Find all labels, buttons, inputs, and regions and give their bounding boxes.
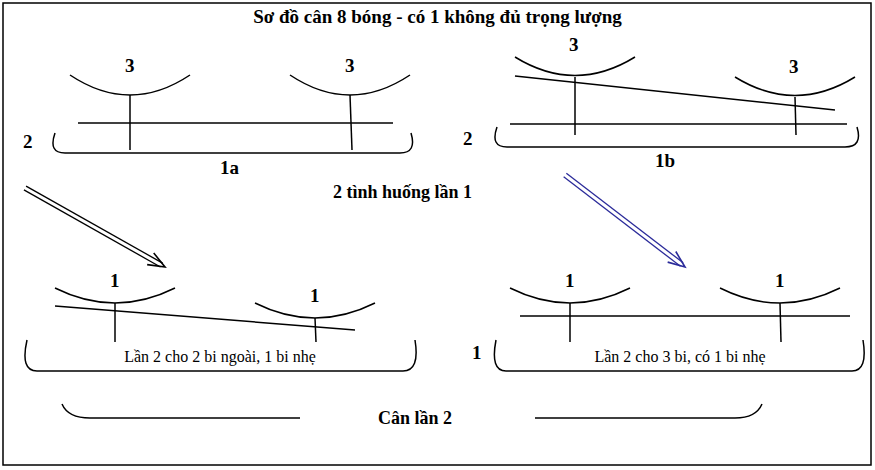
ball-count: 1a [220,157,239,179]
bracket-line [535,404,762,418]
ball-count: 3 [789,56,799,78]
ball-count: 3 [569,34,579,56]
double-arrow [564,173,685,267]
ball-count: 3 [345,55,355,77]
balance-scale: 1 1Lần 2 cho 2 bi ngoài, 1 bi nhẹ [15,270,435,380]
ball-count: 1 [310,285,320,307]
scale-caption: Lần 2 cho 2 bi ngoài, 1 bi nhẹ [124,348,316,366]
step-label: Cân lần 2 [375,408,455,429]
balance-scale: 111Lần 2 cho 3 bi, có 1 bi nhẹ [460,270,870,380]
scale-caption: Lần 2 cho 3 bi, có 1 bi nhẹ [594,348,765,366]
ball-count: 1 [110,270,120,292]
step-label: 2 tình huống lần 1 [330,182,475,203]
ball-count: 1 [565,270,575,292]
balance-scale: 3 3 2 1a [15,55,425,185]
ball-count: 1 [472,342,482,364]
ball-count: 1b [655,150,675,172]
ball-count: 3 [125,55,135,77]
ball-count: 2 [23,131,33,153]
double-arrow [24,186,165,267]
ball-count: 2 [463,128,473,150]
balance-scale: 3 3 2 1b [455,32,865,172]
outer-frame [3,3,871,465]
ball-count: 1 [775,270,785,292]
diagram-title: Sơ đồ cân 8 bóng - có 1 không đủ trọng l… [0,6,875,28]
bracket-line [62,404,300,418]
